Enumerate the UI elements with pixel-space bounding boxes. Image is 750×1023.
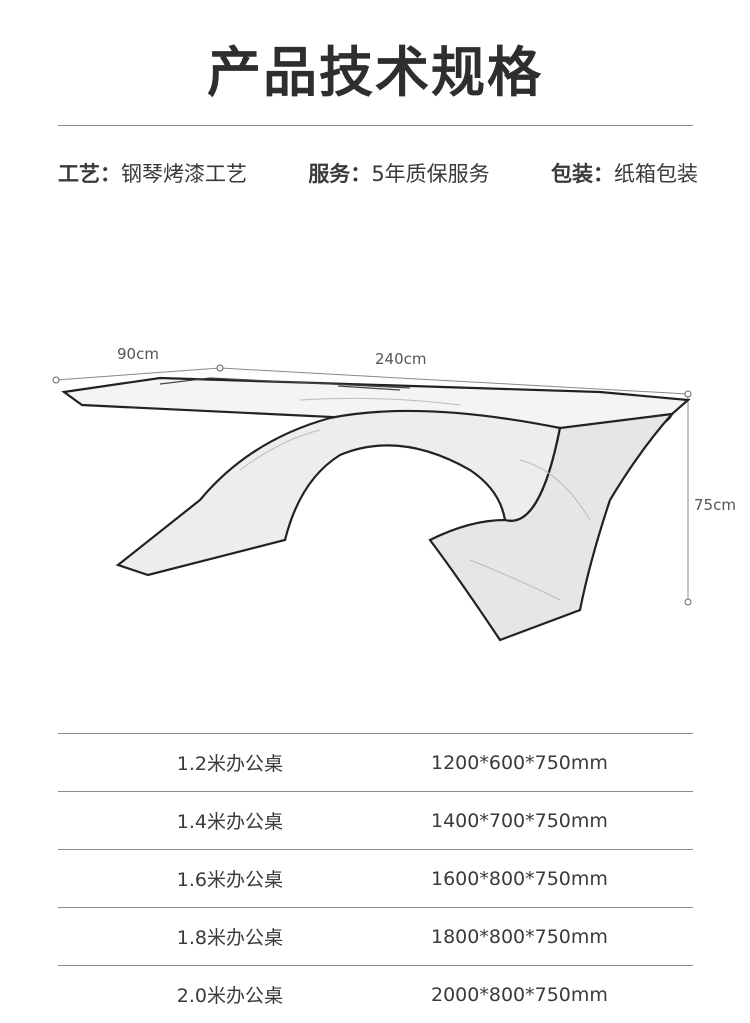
spec-service: 服务：5年质保服务 (308, 158, 489, 188)
dimension-length: 240cm (375, 350, 427, 368)
table-row: 2.0米办公桌 2000*800*750mm (58, 965, 693, 1023)
row-size: 2000*800*750mm (431, 983, 608, 1006)
spec-service-value: 5年质保服务 (371, 162, 490, 186)
spec-craft: 工艺：钢琴烤漆工艺 (58, 158, 247, 188)
row-size: 1400*700*750mm (431, 809, 608, 832)
spec-summary: 工艺：钢琴烤漆工艺 服务：5年质保服务 包装：纸箱包装 (58, 158, 698, 188)
dimension-height: 75cm (694, 496, 736, 514)
size-table: 1.2米办公桌 1200*600*750mm 1.4米办公桌 1400*700*… (58, 733, 693, 1023)
page-title: 产品技术规格 (207, 41, 543, 104)
spec-craft-value: 钢琴烤漆工艺 (121, 162, 247, 186)
row-model: 1.2米办公桌 (176, 753, 283, 775)
table-row: 1.6米办公桌 1600*800*750mm (58, 849, 693, 907)
spec-packaging-value: 纸箱包装 (614, 162, 698, 186)
spec-packaging: 包装：纸箱包装 (551, 158, 698, 188)
spec-craft-key: 工艺： (58, 162, 121, 186)
dimension-depth: 90cm (117, 345, 159, 363)
spec-packaging-key: 包装： (551, 162, 614, 186)
table-row: 1.8米办公桌 1800*800*750mm (58, 907, 693, 965)
desk-drawing (52, 364, 692, 642)
spec-service-key: 服务： (308, 162, 372, 186)
row-model: 1.6米办公桌 (176, 869, 283, 891)
row-model: 2.0米办公桌 (176, 985, 283, 1007)
row-model: 1.8米办公桌 (176, 927, 283, 949)
row-size: 1800*800*750mm (431, 925, 608, 948)
table-row: 1.2米办公桌 1200*600*750mm (58, 733, 693, 791)
row-size: 1600*800*750mm (431, 867, 608, 890)
table-row: 1.4米办公桌 1400*700*750mm (58, 791, 693, 849)
title-divider (58, 125, 693, 126)
row-size: 1200*600*750mm (431, 751, 608, 774)
row-model: 1.4米办公桌 (176, 811, 283, 833)
